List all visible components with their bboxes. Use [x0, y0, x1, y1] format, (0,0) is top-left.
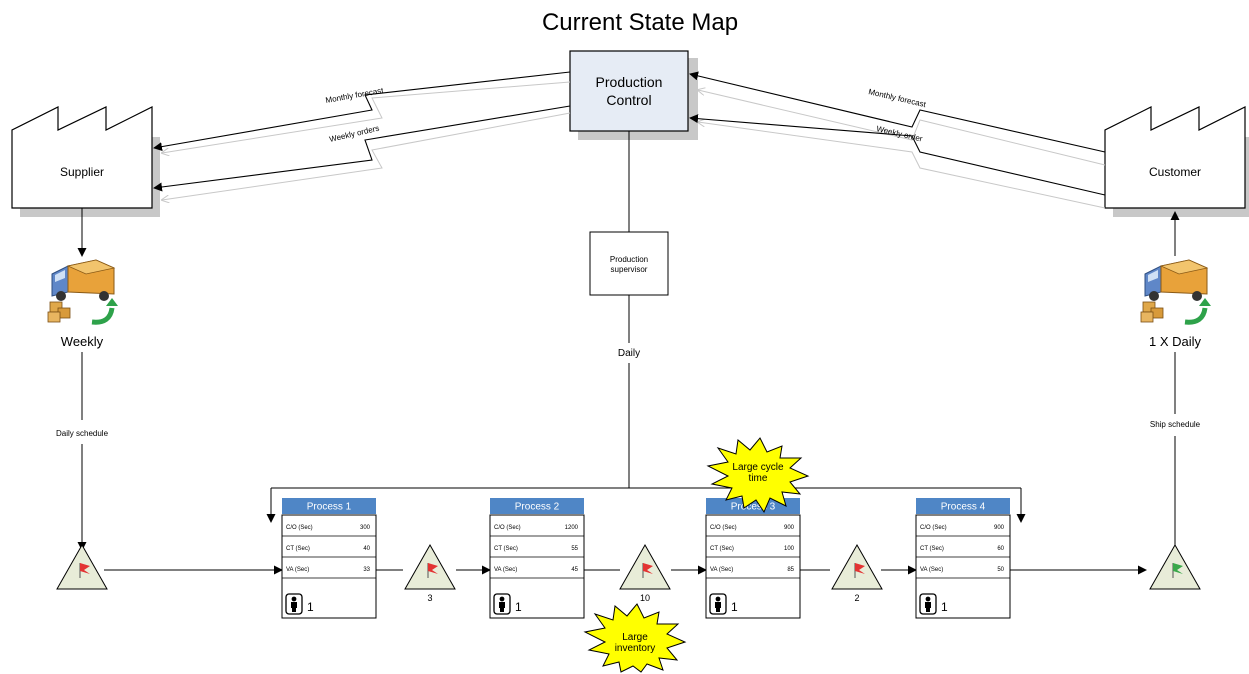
kaizen-burst-inventory: Large inventory	[583, 603, 687, 673]
supplier-frequency-label: Weekly	[61, 334, 104, 349]
kaizen-inventory-line1: Large	[622, 632, 648, 643]
operator-count: 1	[307, 600, 314, 614]
customer-factory: Customer	[1104, 106, 1249, 217]
process-row-value: 55	[571, 546, 578, 552]
page-title: Current State Map	[542, 9, 738, 36]
supplier-factory: Supplier	[11, 106, 160, 217]
process-name: Process 4	[941, 502, 986, 513]
green-flag-icon	[1172, 563, 1183, 578]
red-flag-icon	[427, 563, 438, 578]
kaizen-burst-cycle-time: Large cycle time	[706, 437, 810, 514]
process-row-label: C/O (Sec)	[920, 525, 947, 531]
production-control-label-line2: Control	[606, 92, 651, 108]
production-control-box: Production Control	[569, 50, 698, 140]
process-row-value: 33	[363, 567, 370, 573]
red-flag-icon	[642, 563, 653, 578]
supplier-info-flows: Monthly forecast Weekly orders	[153, 71, 571, 200]
supplier-shipment: Weekly Daily schedule	[47, 208, 118, 551]
inventory-supplier	[56, 543, 108, 590]
customer-shipment: 1 X Daily Ship schedule	[1140, 211, 1211, 546]
schedule-lines: Daily	[266, 131, 1026, 523]
process-name: Process 3	[731, 502, 776, 513]
supervisor-label-line1: Production	[610, 255, 648, 264]
process-row-label: C/O (Sec)	[286, 525, 313, 531]
customer-info-flows: Monthly forecast Weekly order	[689, 71, 1106, 209]
operator-icon	[285, 593, 303, 615]
process-row-label: C/O (Sec)	[494, 525, 521, 531]
process-row-label: CT (Sec)	[920, 546, 944, 552]
process-row-value: 40	[363, 546, 370, 552]
supplier-forecast-label: Monthly forecast	[325, 86, 385, 105]
process-row-value: 100	[784, 546, 795, 552]
customer-forecast-label: Monthly forecast	[868, 87, 928, 109]
process-row-value: 900	[784, 525, 795, 531]
process-row-value: 50	[997, 567, 1004, 573]
customer-frequency-label: 1 X Daily	[1149, 334, 1202, 349]
process-name: Process 2	[515, 502, 560, 513]
process-row-value: 1200	[565, 525, 579, 531]
kaizen-cycle-line1: Large cycle	[732, 462, 784, 473]
process-row-label: VA (Sec)	[920, 567, 943, 573]
process-row-value: 45	[571, 567, 578, 573]
operator-count: 1	[731, 600, 738, 614]
operator-count: 1	[515, 600, 522, 614]
inventory-3-label: 2	[854, 593, 859, 603]
ship-schedule-label: Ship schedule	[1150, 420, 1201, 429]
process-row-label: CT (Sec)	[710, 546, 734, 552]
process-row-label: C/O (Sec)	[710, 525, 737, 531]
inventory-3: 2	[831, 543, 883, 603]
process-row-label: CT (Sec)	[286, 546, 310, 552]
process-row-value: 900	[994, 525, 1005, 531]
customer-orders-label: Weekly order	[876, 124, 924, 143]
daily-schedule-label: Daily schedule	[56, 429, 109, 438]
kaizen-cycle-line2: time	[749, 473, 768, 484]
process-box: Process 3 C/O (Sec) 900 CT (Sec) 100 VA …	[705, 498, 801, 619]
production-supervisor-box: Production supervisor	[589, 231, 669, 296]
customer-label: Customer	[1149, 165, 1201, 179]
operator-icon	[493, 593, 511, 615]
process-row-label: VA (Sec)	[710, 567, 733, 573]
daily-label: Daily	[618, 348, 640, 359]
supplier-label: Supplier	[60, 165, 104, 179]
operator-icon	[919, 593, 937, 615]
process-row-value: 60	[997, 546, 1004, 552]
operator-icon	[709, 593, 727, 615]
inventory-2: 10	[619, 543, 671, 603]
process-box: Process 4 C/O (Sec) 900 CT (Sec) 60 VA (…	[915, 498, 1011, 619]
production-control-label-line1: Production	[596, 74, 663, 90]
supplier-orders-label: Weekly orders	[328, 124, 380, 144]
kaizen-inventory-line2: inventory	[615, 643, 656, 654]
process-name: Process 1	[307, 502, 352, 513]
operator-count: 1	[941, 600, 948, 614]
process-box: Process 1 C/O (Sec) 300 CT (Sec) 40 VA (…	[281, 498, 377, 619]
red-flag-icon	[79, 563, 90, 578]
process-row-label: CT (Sec)	[494, 546, 518, 552]
process-row-label: VA (Sec)	[286, 567, 309, 573]
red-flag-icon	[854, 563, 865, 578]
process-row-value: 85	[787, 567, 794, 573]
supplier-truck-icon	[47, 259, 118, 325]
inventory-1-label: 3	[427, 593, 432, 603]
process-row-label: VA (Sec)	[494, 567, 517, 573]
inventory-2-label: 10	[640, 593, 650, 603]
inventory-customer	[1149, 543, 1201, 590]
process-row-value: 300	[360, 525, 371, 531]
inventory-1: 3	[404, 543, 456, 603]
process-box: Process 2 C/O (Sec) 1200 CT (Sec) 55 VA …	[489, 498, 585, 619]
supervisor-label-line2: supervisor	[611, 265, 648, 274]
customer-truck-icon	[1140, 259, 1211, 325]
